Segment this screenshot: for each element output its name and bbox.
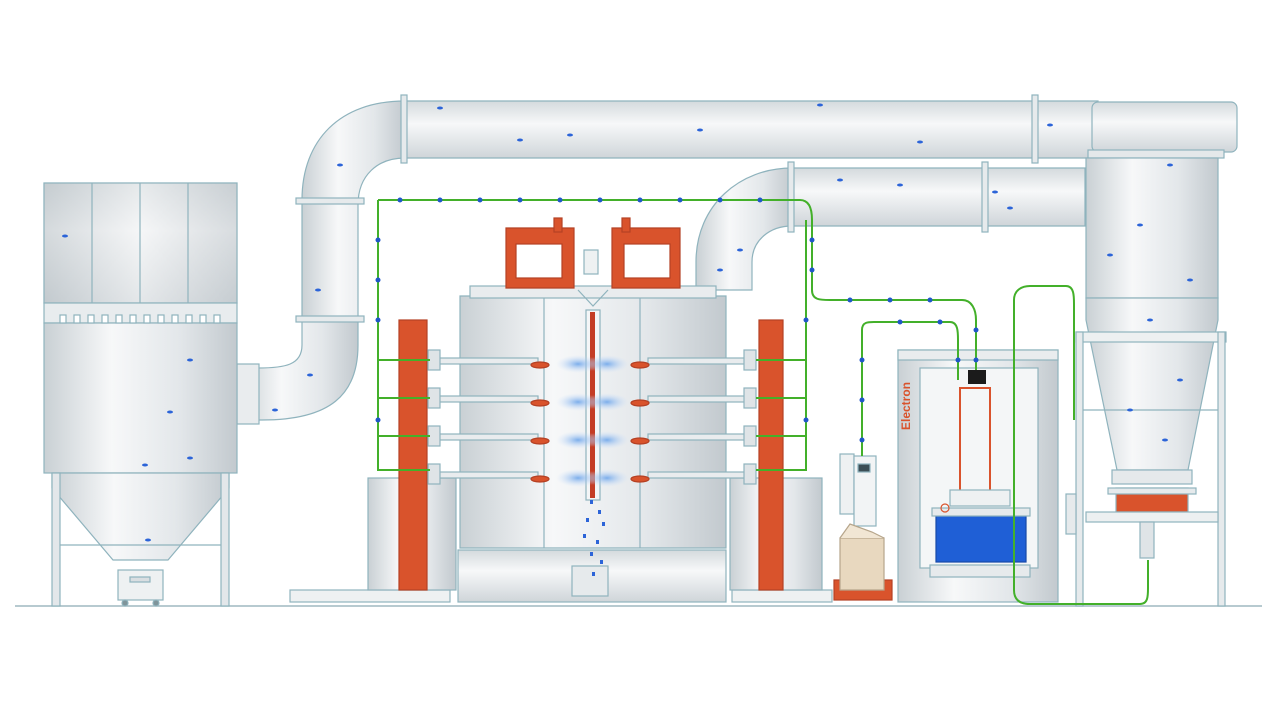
cartridge-filter — [43, 182, 238, 607]
box-feeder — [833, 453, 893, 601]
powder-hoses — [377, 199, 1149, 605]
exhaust-duct — [236, 94, 1099, 425]
spray-cloud-icon — [556, 355, 629, 487]
electron-logo-icon: Electron — [899, 382, 913, 430]
hose-dots — [375, 197, 979, 443]
powder-center — [897, 349, 1059, 603]
powder-booth — [289, 217, 833, 603]
powder-fall — [583, 500, 605, 576]
powder-particle-icon — [62, 103, 1193, 542]
cyclone — [1065, 101, 1238, 607]
